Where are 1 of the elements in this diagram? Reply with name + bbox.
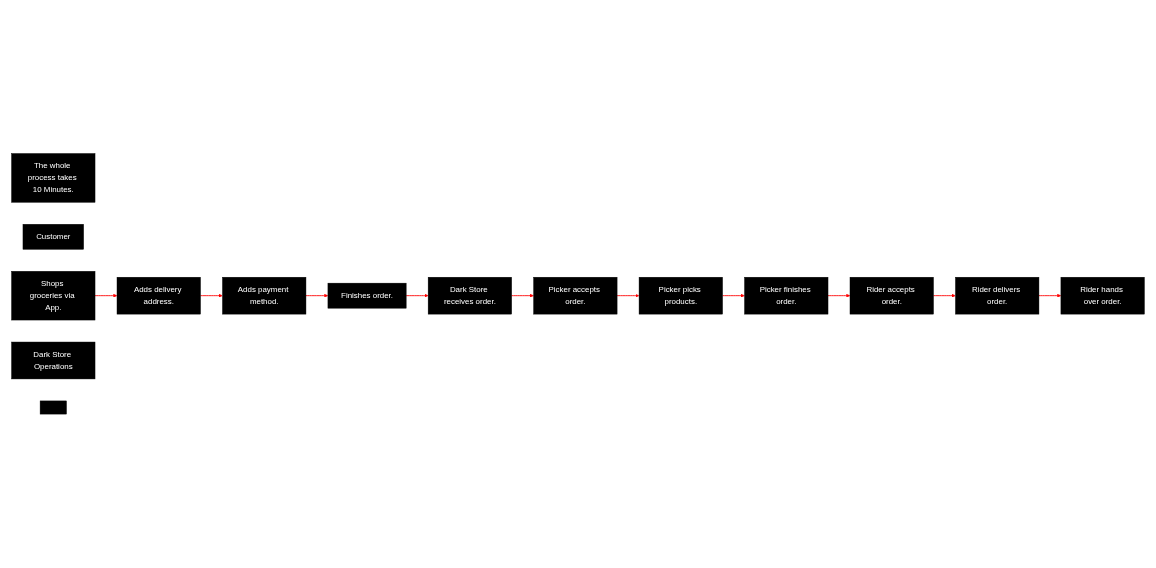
- node-box: [39, 400, 67, 415]
